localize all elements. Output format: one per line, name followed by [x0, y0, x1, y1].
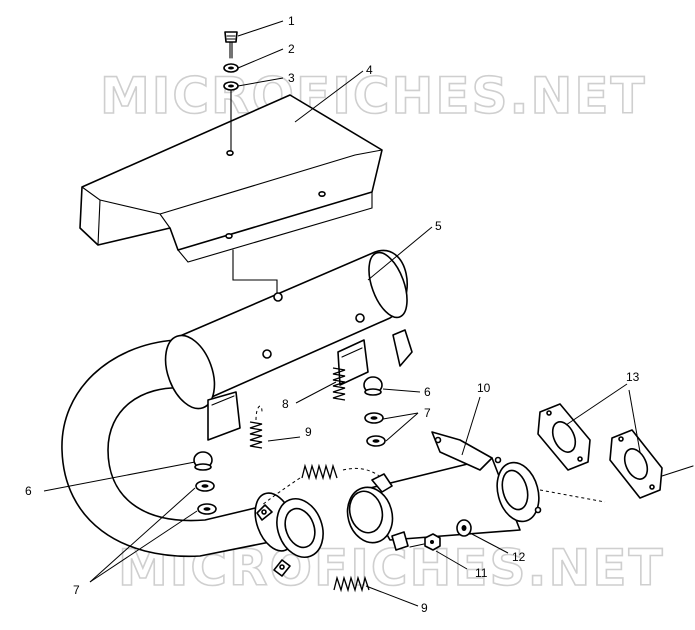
- gasket-axis-line: [539, 489, 606, 503]
- gasket-front: [537, 403, 591, 471]
- spring-left: [249, 405, 263, 449]
- callout-11: 11: [475, 566, 488, 580]
- washer-left-lower: [197, 503, 217, 515]
- callout-8: 8: [282, 397, 289, 411]
- gasket-rear: [609, 429, 663, 499]
- leader-lines: [43, 20, 641, 607]
- callout-6-left: 6: [25, 484, 32, 498]
- callout-10: 10: [477, 381, 491, 395]
- callout-12: 12: [512, 550, 526, 564]
- shield-mount-line: [232, 249, 278, 295]
- heat-shield: [79, 94, 383, 263]
- washer-right-lower: [366, 435, 386, 447]
- exhaust-manifold: [346, 431, 542, 551]
- callout-13: 13: [626, 370, 640, 384]
- washer-left-upper: [195, 480, 215, 492]
- stud-line: [409, 543, 425, 548]
- muffler: [164, 249, 413, 441]
- callout-3: 3: [288, 71, 295, 85]
- spring-upper: [332, 367, 346, 401]
- mounting-nut: [424, 533, 441, 551]
- callout-labels: 1 2 3 4 5 6 6 7 7 8 9 9 10 11 12 13: [25, 14, 640, 615]
- front-exhaust-pipe: [61, 339, 324, 577]
- mounting-screw: [224, 31, 238, 59]
- callout-7-right: 7: [424, 406, 431, 420]
- callout-5: 5: [435, 219, 442, 233]
- callout-9-upper: 9: [305, 425, 312, 439]
- engine-axis-line: [661, 465, 694, 477]
- spring-bottom: [333, 575, 370, 593]
- callout-2: 2: [288, 42, 295, 56]
- watermark-top: MICROFICHES.NET: [100, 67, 647, 125]
- flat-washer: [223, 81, 239, 91]
- lock-washer: [223, 63, 239, 73]
- callout-7-left: 7: [73, 583, 80, 597]
- callout-6-right: 6: [424, 385, 431, 399]
- nut-washer: [456, 519, 472, 537]
- grommet-left: [193, 451, 213, 471]
- grommet-right: [363, 376, 383, 396]
- callout-4: 4: [366, 63, 373, 77]
- callout-1: 1: [288, 14, 295, 28]
- washer-right-upper: [364, 412, 384, 424]
- callout-9-lower: 9: [421, 601, 428, 615]
